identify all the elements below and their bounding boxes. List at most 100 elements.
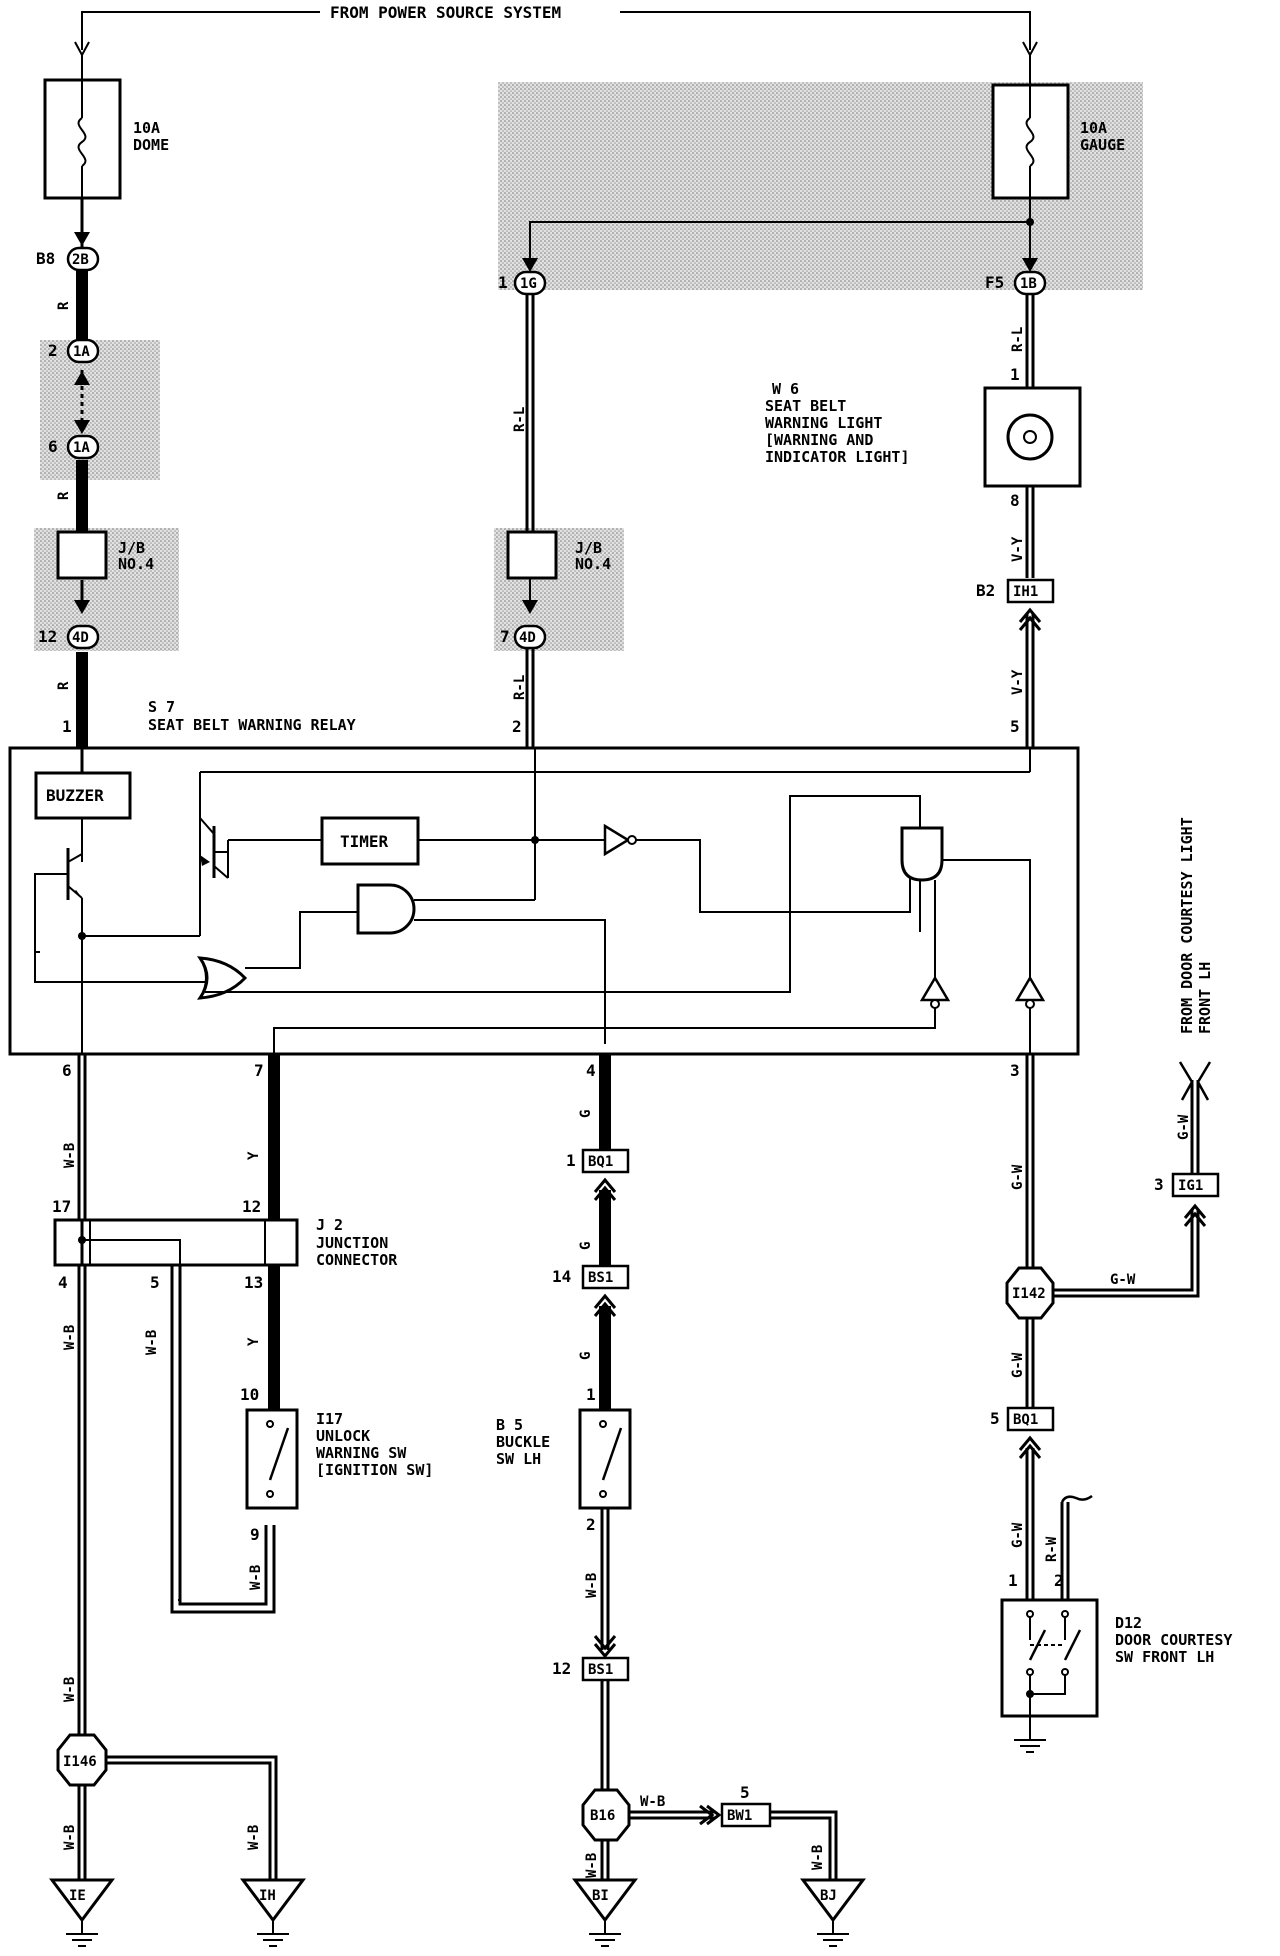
fuse-dome: 10A DOME	[43, 55, 169, 200]
d12-pin-1: 1	[1008, 1571, 1018, 1590]
wire-label-vy-1: V-Y	[1010, 536, 1026, 562]
wire-label-gw-3: G-W	[1176, 1114, 1192, 1140]
ground-ie-label: IE	[69, 1888, 86, 1904]
jb-left-l2: NO.4	[118, 555, 154, 573]
b5-id: B 5	[496, 1416, 523, 1434]
wire-label-wb-5: W-B	[62, 1677, 78, 1702]
w6-line-4: INDICATOR LIGHT]	[765, 448, 910, 466]
pin-f5: F5	[985, 273, 1004, 292]
ground-bj: BJ	[800, 1878, 866, 1947]
gauge-branch	[522, 198, 1038, 272]
wire-label-rl-2: R-L	[512, 675, 528, 700]
pin-bw1: 5	[740, 1783, 750, 1802]
d12-switch: D12 DOOR COURTESY SW FRONT LH	[1000, 1598, 1232, 1753]
fuse-gauge-amp: 10A	[1080, 119, 1107, 137]
wire-wb-b5: W-B BS1 12 B16 W-B W-B BW1 5 W-B	[552, 1508, 838, 1880]
pin-1-left: 1	[498, 273, 508, 292]
wire-label-y-2: Y	[246, 1337, 262, 1346]
fuse-gauge-name: GAUGE	[1080, 136, 1125, 154]
connector-bq1-top: BQ1	[588, 1154, 613, 1170]
wire-label-wb-4: W-B	[62, 1325, 78, 1350]
connector-bw1: BW1	[727, 1808, 752, 1824]
wire-label-r-1: R	[56, 301, 72, 310]
pin-bs1-top: 14	[552, 1267, 571, 1286]
w6-line-1: SEAT BELT	[765, 397, 846, 415]
j2-line-2: CONNECTOR	[316, 1251, 398, 1269]
i17-line-2: WARNING SW	[316, 1444, 407, 1462]
d12-id: D12	[1115, 1614, 1142, 1632]
wire-label-gw-4: G-W	[1010, 1352, 1026, 1378]
wire-y-i17: Y 10 9	[240, 1265, 280, 1544]
connector-1b-label: 1B	[1020, 276, 1037, 292]
i17-line-1: UNLOCK	[316, 1427, 370, 1445]
wire-label-wb-8: W-B	[584, 1573, 600, 1598]
connector-4d-left: 4D 12	[38, 624, 100, 650]
relay-pin-6: 6	[62, 1061, 72, 1080]
wire-wb-i146: W-B W-B I146 W-B W-B	[56, 1265, 278, 1880]
wire-wb-left: W-B 17	[52, 1054, 87, 1220]
relay-pin-3: 3	[1010, 1061, 1020, 1080]
connector-ig1: IG1	[1178, 1178, 1203, 1194]
wire-rl-mid: R-L J/B NO.4 4D 7 R-L	[500, 294, 611, 748]
j2-pin-5: 5	[150, 1273, 160, 1292]
pin-12: 12	[38, 627, 57, 646]
wire-label-wb-3: W-B	[248, 1565, 264, 1590]
power-source-label: FROM POWER SOURCE SYSTEM	[330, 3, 561, 22]
relay-name: SEAT BELT WARNING RELAY	[148, 716, 356, 734]
relay-timer: TIMER	[340, 832, 389, 851]
wire-label-wb-2: W-B	[144, 1330, 160, 1355]
wire-label-g-2: G	[578, 1242, 594, 1250]
b5-switch: B 5 BUCKLE SW LH 2	[496, 1408, 632, 1534]
connector-2b-label: 2B	[72, 252, 89, 268]
pin-bq1-top: 1	[566, 1151, 576, 1170]
b5-line-2: SW LH	[496, 1450, 541, 1468]
relay-bottom-pins: 6 7 4 3	[62, 1061, 1020, 1080]
ground-ih-label: IH	[259, 1888, 276, 1904]
wire-label-gw-1: G-W	[1010, 1164, 1026, 1190]
j2-line-1: JUNCTION	[316, 1234, 388, 1252]
splice-i142: I142	[1012, 1286, 1046, 1302]
connector-bs1-top: BS1	[588, 1270, 613, 1286]
fuse-dome-amp: 10A	[133, 119, 160, 137]
j2-pin-13: 13	[244, 1273, 263, 1292]
wire-label-wb-9: W-B	[584, 1853, 600, 1878]
d12-line-1: DOOR COURTESY	[1115, 1631, 1232, 1649]
connector-1a-bottom-label: 1A	[73, 440, 90, 456]
ground-ie: IE	[49, 1878, 115, 1947]
wire-label-y-1: Y	[246, 1151, 262, 1160]
ground-bi: BI	[572, 1878, 638, 1947]
from-door-label: FROM DOOR COURTESY LIGHT FRONT LH	[1178, 817, 1214, 1034]
connector-1b: 1B F5	[985, 270, 1047, 296]
jb-left-l1: J/B	[118, 539, 145, 557]
pin-b8: B8	[36, 249, 55, 268]
j2-junction: J 2 JUNCTION CONNECTOR 4 5 13	[53, 1216, 398, 1601]
jb-mid-l2: NO.4	[575, 555, 611, 573]
b5-pin-2: 2	[586, 1515, 596, 1534]
jb-left: J/B NO.4	[56, 530, 154, 580]
j2-id: J 2	[316, 1216, 343, 1234]
connector-2b: 2B B8	[36, 246, 100, 272]
wire-label-g-3: G	[578, 1352, 594, 1360]
connector-1g-label: 1G	[520, 276, 537, 292]
wire-label-g-1: G	[578, 1110, 594, 1118]
wire-label-wb-6: W-B	[246, 1825, 262, 1850]
wire-label-wb-11: W-B	[810, 1845, 826, 1870]
fuse-dome-name: DOME	[133, 136, 169, 154]
relay-pin-5: 5	[1010, 717, 1020, 736]
relay-labels: S 7 SEAT BELT WARNING RELAY 1 2 5	[62, 698, 1020, 736]
from-door-line-1: FROM DOOR COURTESY LIGHT	[1178, 817, 1196, 1034]
w6-line-2: WARNING LIGHT	[765, 414, 882, 432]
wire-right-top: R-L 1 8 V-Y IH1 B2 V-Y	[976, 294, 1082, 748]
wire-r-left: R R R	[56, 198, 90, 748]
j2-pin-12: 12	[242, 1197, 261, 1216]
connector-1g: 1G 1	[498, 270, 547, 296]
j2-pin-17: 17	[52, 1197, 71, 1216]
wire-wb-j2-i17: W-B W-B	[144, 1265, 276, 1614]
pin-bs1-bot: 12	[552, 1659, 571, 1678]
pin-6: 6	[48, 437, 58, 456]
pin-7-mid: 7	[500, 627, 510, 646]
wire-label-wb-1: W-B	[62, 1143, 78, 1168]
w6-line-3: [WARNING AND	[765, 431, 873, 449]
w6-pin-bot: 8	[1010, 491, 1020, 510]
